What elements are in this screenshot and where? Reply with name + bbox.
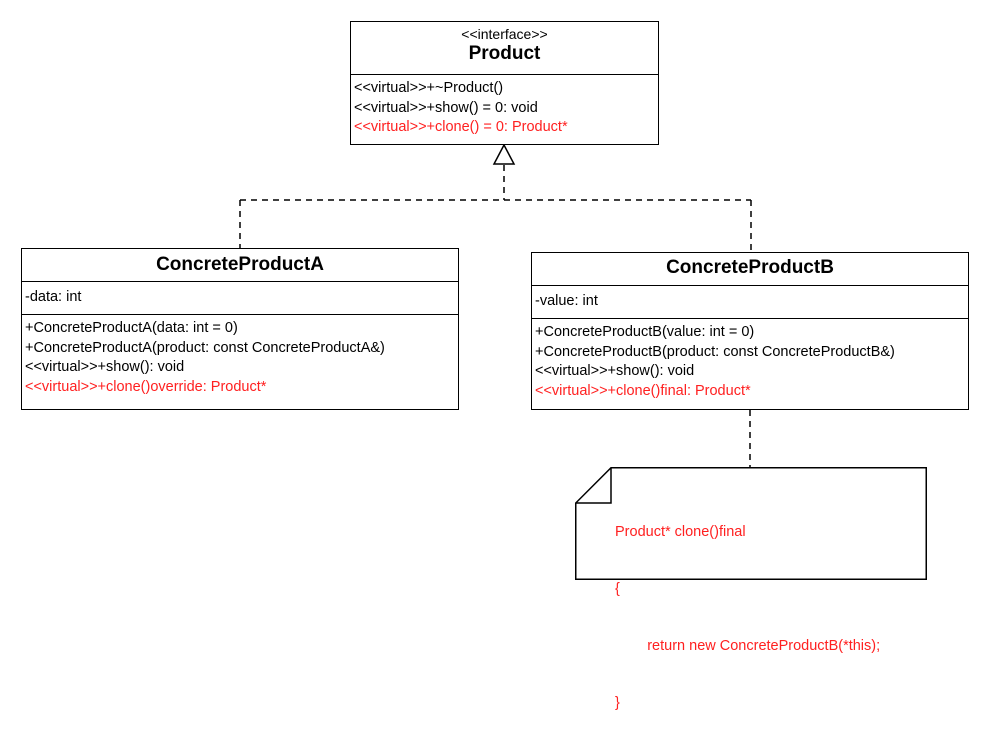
class-concrete-b-header: ConcreteProductB	[532, 253, 968, 286]
class-concrete-a-attributes: -data: int	[22, 282, 458, 315]
class-product-header: <<interface>> Product	[351, 22, 658, 75]
note-line-signature: Product* clone()final	[615, 524, 746, 540]
note-clone-implementation[interactable]: Product* clone()final { return new Concr…	[575, 467, 927, 711]
operation-clone: <<virtual>>+clone()override: Product*	[25, 378, 267, 395]
note-code: Product* clone()final { return new Concr…	[615, 485, 880, 751]
operation-constructor-copy: +ConcreteProductB(product: const Concret…	[535, 343, 895, 360]
operation-clone: <<virtual>>+clone()final: Product*	[535, 382, 751, 399]
class-product[interactable]: <<interface>> Product <<virtual>>+~Produ…	[350, 21, 659, 145]
note-shape	[575, 467, 927, 580]
attribute-value: -value: int	[535, 293, 598, 309]
class-concrete-b-operations: +ConcreteProductB(value: int = 0) +Concr…	[532, 319, 968, 404]
class-concrete-a-operations: +ConcreteProductA(data: int = 0) +Concre…	[22, 315, 458, 400]
operation-constructor-default: +ConcreteProductB(value: int = 0)	[535, 324, 755, 340]
class-product-stereotype: <<interface>>	[461, 26, 548, 42]
operation-clone: <<virtual>>+clone() = 0: Product*	[354, 119, 568, 135]
note-line-open-brace: {	[615, 581, 620, 597]
class-concrete-a-name: ConcreteProductA	[156, 254, 324, 275]
operation-constructor-copy: +ConcreteProductA(product: const Concret…	[25, 339, 385, 356]
attribute-data: -data: int	[25, 289, 82, 305]
operation-show: <<virtual>>+show() = 0: void	[354, 99, 538, 116]
class-product-operations: <<virtual>>+~Product() <<virtual>>+show(…	[351, 75, 658, 141]
operation-constructor-default: +ConcreteProductA(data: int = 0)	[25, 320, 238, 336]
operation-show: <<virtual>>+show(): void	[535, 363, 695, 379]
realization-arrowhead	[492, 143, 516, 165]
operation-destructor: <<virtual>>+~Product()	[354, 80, 504, 96]
class-product-name: Product	[468, 43, 541, 64]
class-concrete-b-name: ConcreteProductB	[666, 257, 834, 278]
class-concrete-product-b[interactable]: ConcreteProductB -value: int +ConcretePr…	[531, 252, 969, 410]
operation-show: <<virtual>>+show(): void	[25, 359, 185, 375]
note-line-return: return new ConcreteProductB(*this);	[615, 638, 881, 654]
connector-layer	[239, 143, 752, 467]
class-concrete-b-attributes: -value: int	[532, 286, 968, 319]
note-line-close-brace: }	[615, 695, 620, 711]
class-concrete-a-header: ConcreteProductA	[22, 249, 458, 282]
class-concrete-product-a[interactable]: ConcreteProductA -data: int +ConcretePro…	[21, 248, 459, 410]
